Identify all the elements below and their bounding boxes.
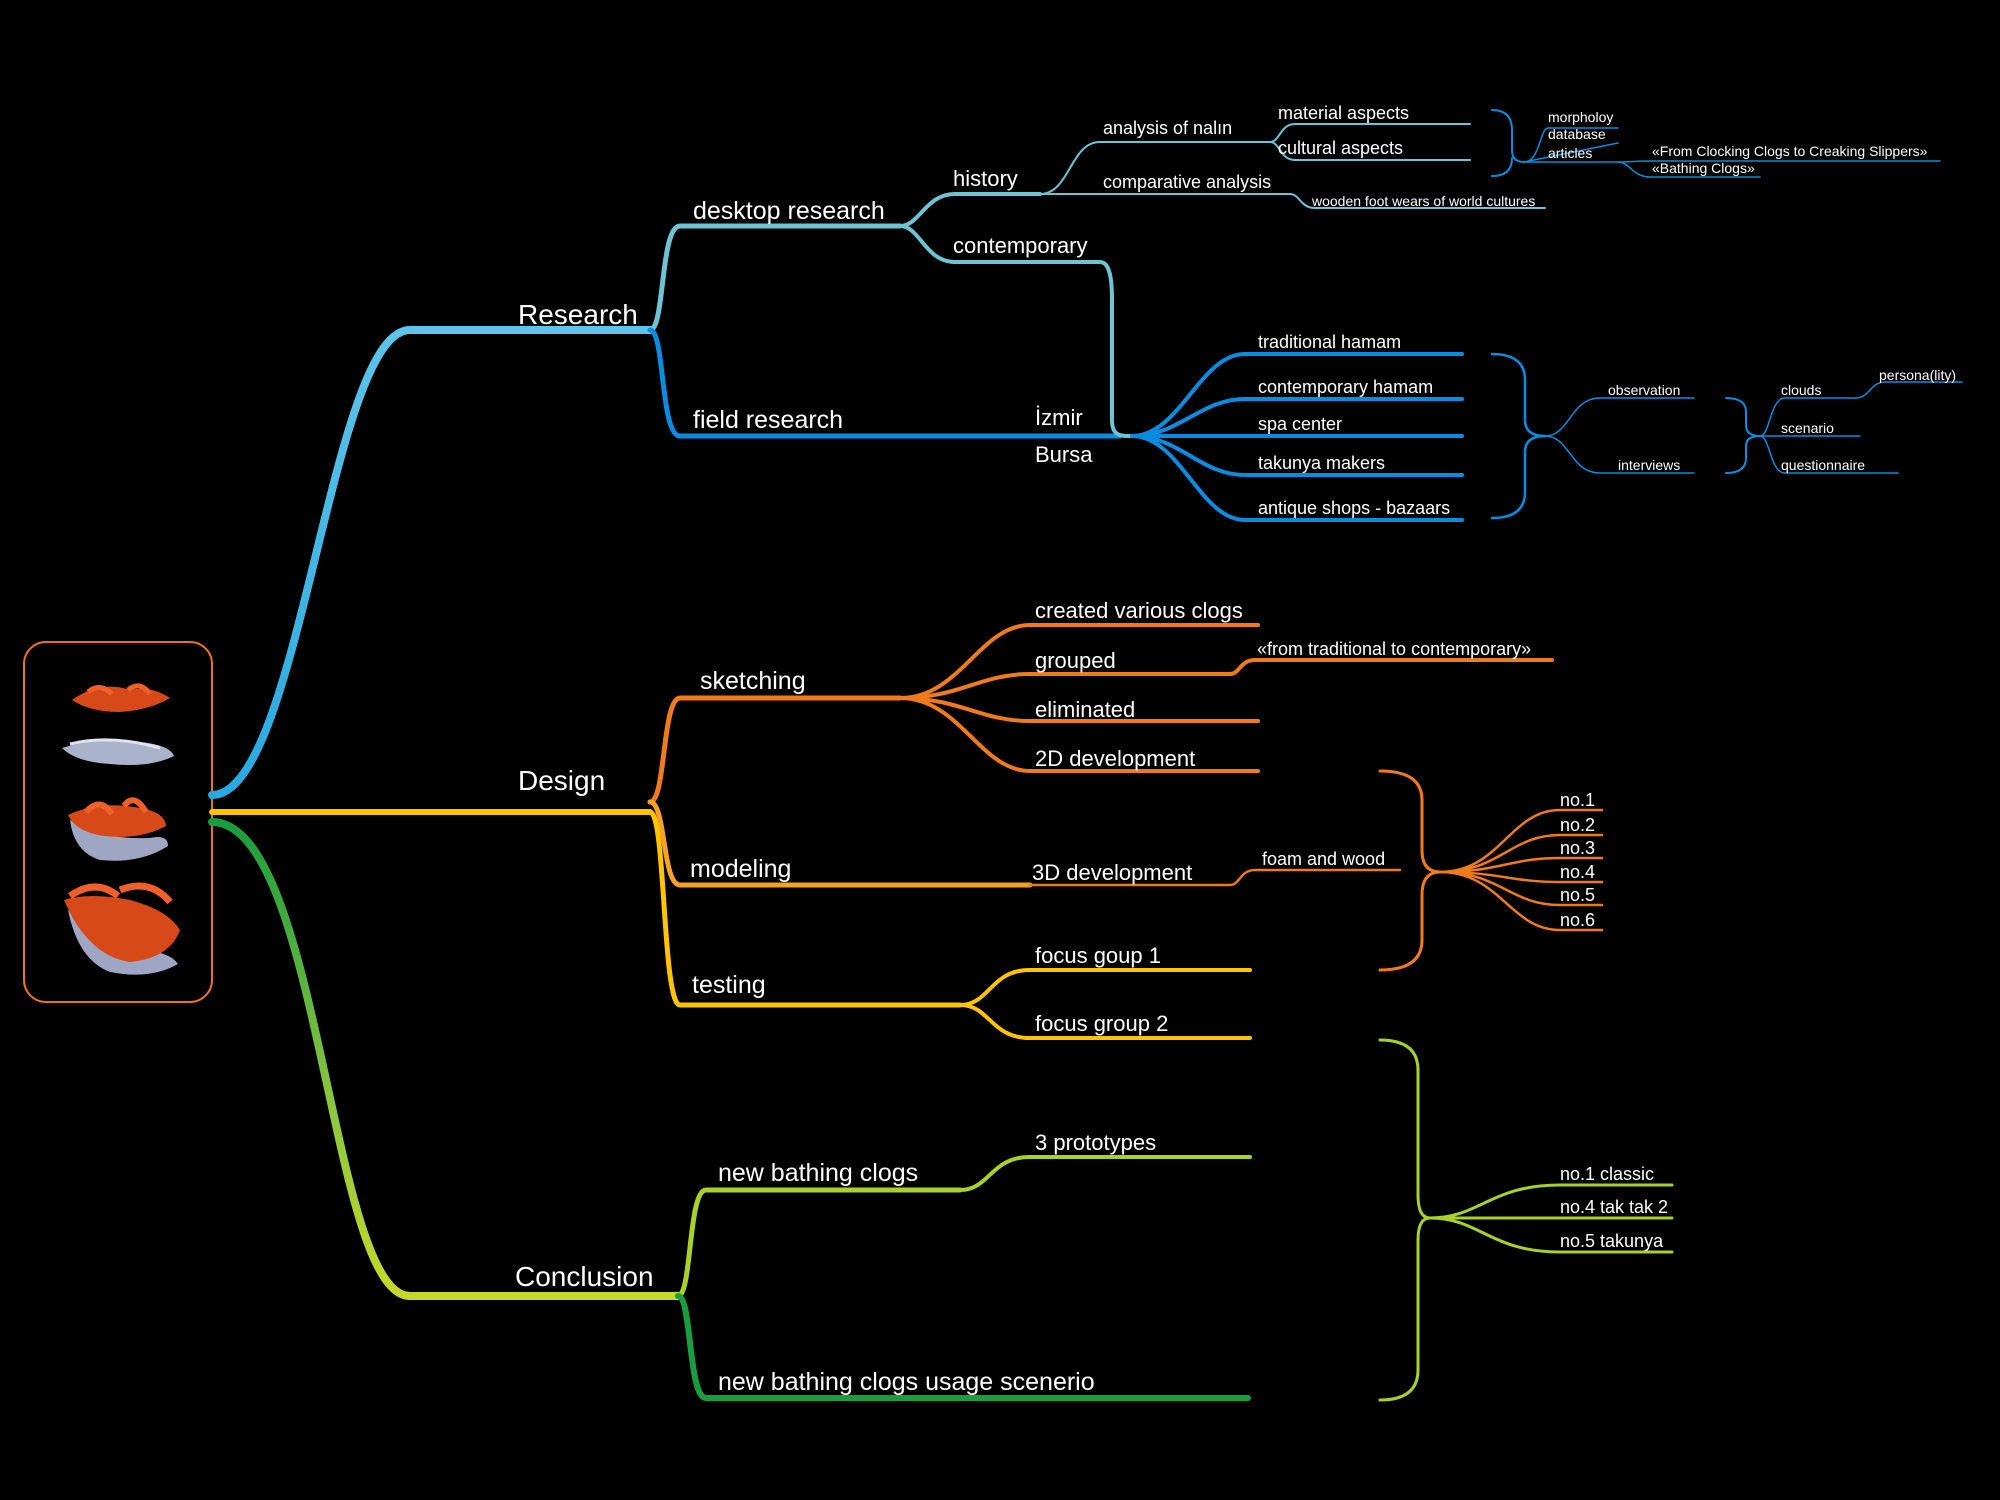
tool-clouds: clouds [1781, 382, 1821, 398]
conclusion-branch [208, 818, 1674, 1402]
sketch-eliminated: eliminated [1035, 697, 1135, 722]
sketch-2d-development: 2D development [1035, 746, 1195, 771]
database-label: database [1548, 126, 1606, 142]
article-2-label: «Bathing Clogs» [1652, 160, 1755, 176]
design-branch [208, 623, 1604, 1040]
tool-questionnaire: questionnaire [1781, 457, 1865, 473]
final-no1-classic: no.1 classic [1560, 1164, 1654, 1184]
wooden-foot-wears-label: wooden foot wears of world cultures [1311, 193, 1535, 209]
persona-label: persona(lity) [1879, 367, 1956, 383]
history-label: history [953, 166, 1018, 191]
model-no6: no.6 [1560, 910, 1595, 930]
model-no3: no.3 [1560, 838, 1595, 858]
sketching-label: sketching [700, 667, 806, 695]
place-antique-shops: antique shops - bazaars [1258, 498, 1450, 518]
comparative-analysis-label: comparative analysis [1103, 172, 1271, 192]
research-label: Research [518, 299, 638, 330]
model-no4: no.4 [1560, 862, 1595, 882]
morphology-label: morpholoy [1548, 109, 1613, 125]
usage-scenario-label: new bathing clogs usage scenerio [718, 1368, 1095, 1396]
design-label: Design [518, 765, 605, 796]
contemporary-label: contemporary [953, 233, 1088, 258]
article-1-label: «From Clocking Clogs to Creaking Slipper… [1652, 143, 1928, 159]
field-research-label: field research [693, 406, 843, 434]
city-bursa-label: Bursa [1035, 442, 1093, 467]
3-prototypes-label: 3 prototypes [1035, 1130, 1156, 1155]
articles-label: articles [1548, 145, 1592, 161]
place-traditional-hamam: traditional hamam [1258, 332, 1401, 352]
model-no1: no.1 [1560, 790, 1595, 810]
tool-scenario: scenario [1781, 420, 1834, 436]
method-observation: observation [1608, 382, 1680, 398]
place-spa-center: spa center [1258, 414, 1342, 434]
method-interviews: interviews [1618, 457, 1680, 473]
model-no5: no.5 [1560, 885, 1595, 905]
clog-models-icon [62, 683, 180, 975]
foam-and-wood-label: foam and wood [1262, 849, 1385, 869]
place-takunya-makers: takunya makers [1258, 453, 1385, 473]
final-no5-takunya: no.5 takunya [1560, 1231, 1664, 1251]
final-no4-tak-tak-2: no.4 tak tak 2 [1560, 1197, 1668, 1217]
desktop-research-label: desktop research [693, 197, 885, 225]
analysis-of-nalin-label: analysis of nalın [1103, 118, 1232, 138]
testing-label: testing [692, 971, 766, 999]
place-contemporary-hamam: contemporary hamam [1258, 377, 1433, 397]
model-no2: no.2 [1560, 815, 1595, 835]
modeling-label: modeling [690, 855, 791, 883]
material-aspects-label: material aspects [1278, 103, 1409, 123]
grouped-note-label: «from traditional to contemporary» [1257, 639, 1531, 659]
focus-group-1-label: focus goup 1 [1035, 943, 1161, 968]
root-node[interactable] [23, 641, 213, 1003]
research-branch [208, 109, 1963, 799]
sketch-grouped: grouped [1035, 648, 1116, 673]
3d-development-label: 3D development [1032, 860, 1192, 885]
cultural-aspects-label: cultural aspects [1278, 138, 1403, 158]
city-izmir-label: İzmir [1035, 405, 1083, 430]
sketch-created-various-clogs: created various clogs [1035, 598, 1243, 623]
focus-group-2-label: focus group 2 [1035, 1011, 1168, 1036]
new-bathing-clogs-label: new bathing clogs [718, 1159, 918, 1187]
conclusion-label: Conclusion [515, 1261, 654, 1292]
